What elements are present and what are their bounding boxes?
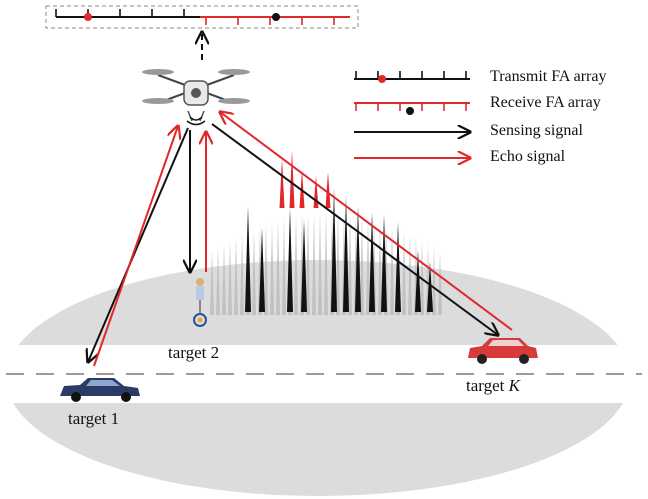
echo-signals bbox=[93, 112, 513, 367]
car-icon bbox=[60, 378, 140, 402]
target-2-label: target 2 bbox=[168, 343, 220, 362]
person-icon bbox=[193, 278, 207, 327]
target-k-text: target bbox=[466, 376, 509, 395]
beam-pattern bbox=[210, 150, 442, 315]
legend-receive-label: Receive FA array bbox=[490, 94, 601, 111]
legend-receive-symbol bbox=[354, 102, 470, 115]
drone-icon bbox=[142, 69, 250, 126]
car-icon bbox=[468, 338, 538, 364]
legend-echo-label: Echo signal bbox=[490, 148, 566, 165]
fa-array-strip bbox=[45, 5, 359, 29]
legend-sensing-label: Sensing signal bbox=[490, 122, 583, 139]
target-k-index: K bbox=[508, 376, 520, 395]
target-1-label: target 1 bbox=[68, 409, 120, 428]
target-k-label: target K bbox=[466, 377, 520, 394]
legend-transmit-symbol bbox=[354, 71, 470, 83]
sensing-signals bbox=[88, 123, 498, 362]
legend-transmit-label: Transmit FA array bbox=[490, 68, 607, 85]
